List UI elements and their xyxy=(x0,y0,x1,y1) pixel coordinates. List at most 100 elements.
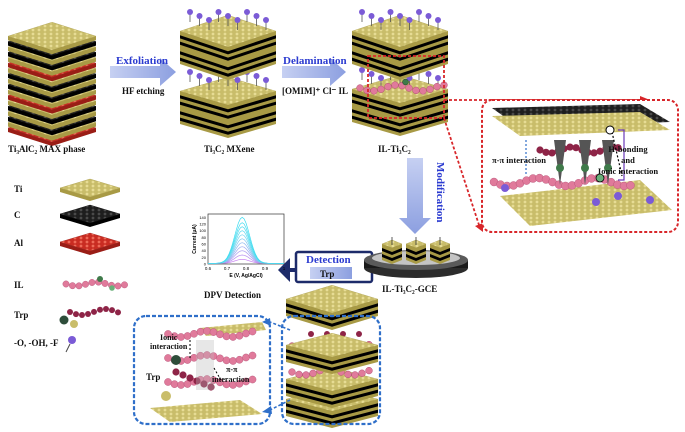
termination-group xyxy=(253,13,260,19)
exfoliation-arrow xyxy=(110,58,176,86)
termination-group xyxy=(435,17,441,23)
modifier-stack xyxy=(429,237,451,264)
termination-group xyxy=(378,17,384,23)
termination-group xyxy=(263,77,269,83)
layer-ti xyxy=(351,74,449,108)
termination-group xyxy=(425,13,432,19)
y-tick-label: 100 xyxy=(199,228,206,233)
max-layer-ti xyxy=(7,21,97,55)
x-tick-label: 0.6 xyxy=(205,266,212,271)
plot-area xyxy=(207,213,285,265)
modification-label: Modification xyxy=(434,162,446,223)
legend-label: Ti xyxy=(14,184,23,194)
modifier-stack xyxy=(405,237,427,264)
trp-badge xyxy=(310,267,352,279)
il-mxene-label: IL-Ti₃C₂ xyxy=(378,144,411,154)
max-phase-stack xyxy=(7,21,97,146)
termination-group xyxy=(253,73,260,79)
termination-group xyxy=(378,75,384,81)
x-tick-label: 0.7 xyxy=(224,266,231,271)
delamination-label: Delamination xyxy=(283,55,347,67)
termination-group xyxy=(187,9,193,15)
modification-arrow xyxy=(399,158,431,234)
termination-group xyxy=(416,9,422,15)
zoom-top-pi-pi-label: π-π interaction xyxy=(492,155,546,165)
termination-group xyxy=(368,71,375,77)
termination-group xyxy=(234,77,241,83)
legend-item-ti: Ti xyxy=(14,178,121,201)
y-tick-label: 0 xyxy=(204,262,207,267)
legend-swatch-ti xyxy=(59,178,121,201)
layer-ti xyxy=(351,14,449,52)
legend-label: C xyxy=(14,210,21,220)
termination-group xyxy=(368,13,375,19)
layer-ti xyxy=(179,14,277,52)
exfoliation-label: Exfoliation xyxy=(116,55,168,67)
termination-group xyxy=(397,13,403,19)
x-tick-label: 0.8 xyxy=(243,266,250,271)
termination-group xyxy=(387,9,394,15)
y-axis-label: Current (μA) xyxy=(192,224,198,254)
termination-group xyxy=(196,13,203,19)
il-intercalant xyxy=(356,78,448,95)
legend-label: Al xyxy=(14,238,23,248)
trp-badge-label: Trp xyxy=(320,269,334,279)
legend-item-c: C xyxy=(14,204,121,227)
x-axis-label: E (V, Ag/AgCl) xyxy=(229,273,263,279)
legend-item-term: -O, -OH, -F xyxy=(14,336,76,353)
legend-item-il: IL xyxy=(14,276,128,291)
legend-label: Trp xyxy=(14,310,28,320)
hf-etching-label: HF etching xyxy=(122,86,165,96)
zoom-bottom-molecular-view xyxy=(150,322,266,422)
legend-item-trp: Trp xyxy=(14,306,121,328)
il-mxene-stack xyxy=(351,9,449,136)
detection-label: Detection xyxy=(306,254,351,266)
termination-group xyxy=(234,17,241,23)
mxene-stack xyxy=(179,9,277,138)
termination-group xyxy=(359,67,365,73)
zoom-box-bottom xyxy=(132,314,382,426)
termination-group xyxy=(359,9,365,15)
detection-stack xyxy=(285,284,379,428)
layer-ti xyxy=(179,76,277,110)
termination-group xyxy=(263,17,269,23)
termination-group xyxy=(187,69,193,75)
legend-swatch-al xyxy=(59,232,121,255)
termination-group xyxy=(206,77,212,83)
y-tick-label: 120 xyxy=(199,222,206,227)
legend-swatch-c xyxy=(59,204,121,227)
x-tick-label: 0.9 xyxy=(262,266,269,271)
termination-group xyxy=(406,17,413,23)
legend-item-al: Al xyxy=(14,232,121,255)
max-phase-label: Ti₃AlC₂ MAX phase xyxy=(8,144,85,154)
y-tick-label: 60 xyxy=(202,242,207,247)
zoom-top-molecular-view xyxy=(489,104,672,226)
termination-group xyxy=(215,9,222,15)
legend-label: -O, -OH, -F xyxy=(14,338,59,348)
termination-group xyxy=(244,9,250,15)
y-tick-label: 40 xyxy=(202,248,207,253)
delamination-arrow xyxy=(282,58,346,86)
mxene-label: Ti₃C₂ MXene xyxy=(204,144,254,154)
dpv-label: DPV Detection xyxy=(204,290,261,300)
electrode-modifier-stacks xyxy=(381,237,451,264)
omim-il-label: [OMIM]⁺ Cl⁻ IL xyxy=(282,86,348,96)
termination-group xyxy=(206,17,212,23)
layer-ti xyxy=(285,332,379,362)
y-tick-label: 20 xyxy=(202,255,207,260)
x-tick-label: 1 xyxy=(283,266,286,271)
termination-group xyxy=(196,73,203,79)
y-tick-label: 80 xyxy=(202,235,207,240)
modifier-stack xyxy=(381,237,403,264)
electrode-label: IL-Ti₃C₂-GCE xyxy=(382,284,437,294)
zoom-bottom-trp-label: Trp xyxy=(146,372,160,382)
layer-ti xyxy=(285,284,379,318)
termination-group xyxy=(435,75,441,81)
y-tick-label: 140 xyxy=(199,215,206,220)
